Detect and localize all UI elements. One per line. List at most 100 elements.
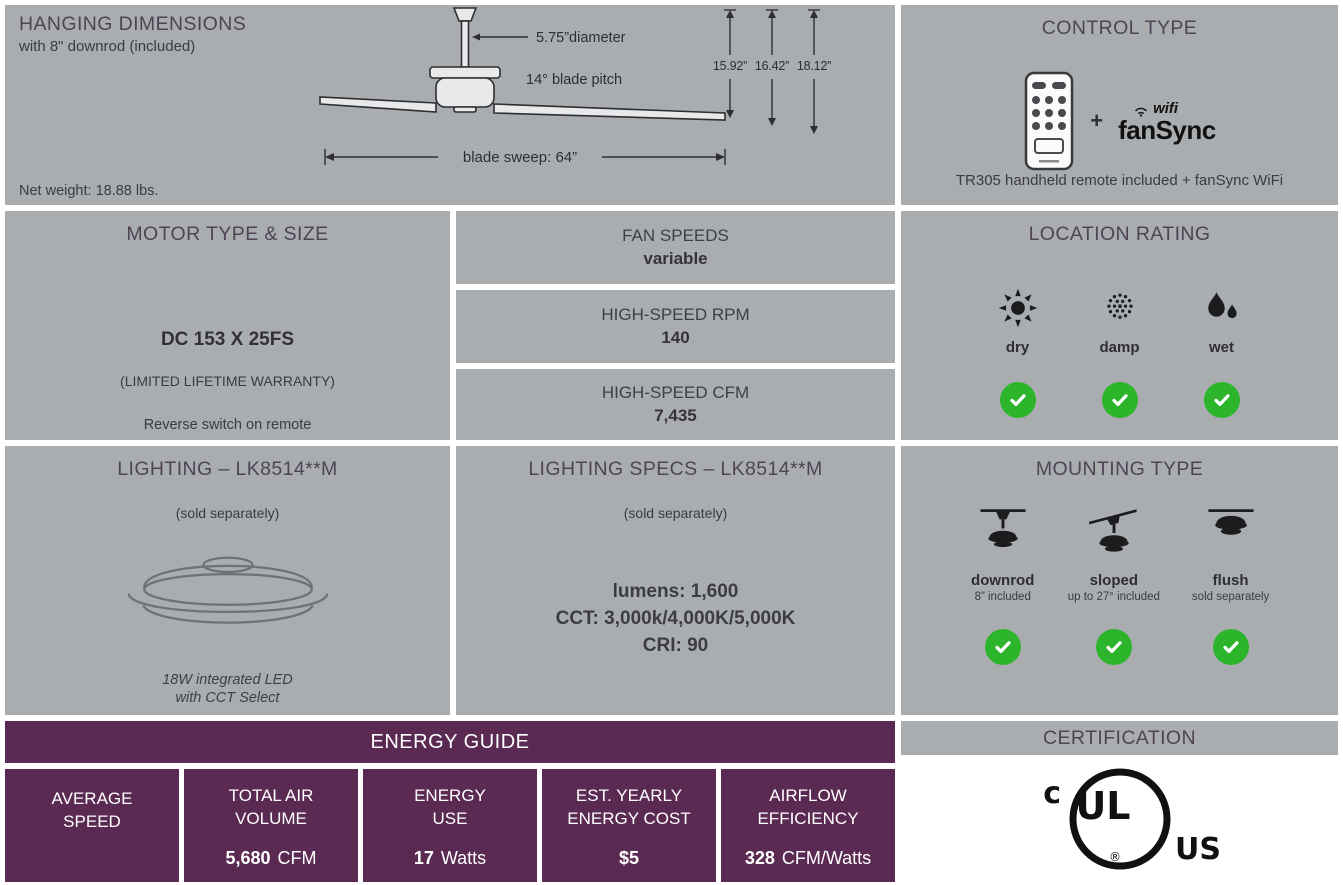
- lighting-specs-subtitle: (sold separately): [623, 505, 728, 521]
- energy-label-line: VOLUME: [235, 809, 307, 829]
- mounting-item-flush: flush sold separately: [1192, 507, 1269, 665]
- energy-label-line: AVERAGE: [51, 788, 133, 808]
- mounting-sublabel-downrod: 8” included: [974, 591, 1031, 603]
- check-icon: [1095, 629, 1132, 665]
- fan-speeds-label: FAN SPEEDS: [622, 226, 729, 245]
- check-icon: [999, 382, 1036, 418]
- blade-sweep-label: blade sweep: 64”: [463, 149, 577, 166]
- location-title: LOCATION RATING: [1028, 223, 1211, 245]
- energy-label-line: SPEED: [63, 812, 121, 832]
- mounting-label-downrod: downrod: [971, 572, 1035, 589]
- lighting-caption-line: 18W integrated LED: [162, 671, 293, 688]
- mounting-title: MOUNTING TYPE: [1035, 458, 1204, 480]
- mounting-item-sloped: sloped up to 27° included: [1068, 507, 1160, 665]
- location-items: dry damp: [901, 286, 1338, 418]
- certification-body: UL c US ®: [901, 757, 1338, 882]
- mounting-sublabel-flush: sold separately: [1191, 591, 1270, 603]
- height-label-2: 16.42”: [755, 59, 789, 73]
- lighting-caption-line: with CCT Select: [175, 689, 280, 706]
- energy-unit: CFM/Watts: [781, 848, 872, 868]
- wifi-word: wifi: [1153, 99, 1179, 117]
- energy-label-line: TOTAL AIR: [228, 786, 314, 805]
- energy-col-label: ENERGY USE: [363, 784, 537, 831]
- energy-average-speed: AVERAGE SPEED: [5, 769, 179, 882]
- rpm-value: 140: [661, 328, 690, 347]
- ul-letters: UL: [1075, 784, 1130, 828]
- cct-line: CCT: 3,000k/4,000K/5,000K: [555, 607, 796, 629]
- hanging-subtitle: with 8" downrod (included): [19, 38, 196, 55]
- fan-speeds-box: FAN SPEEDS variable: [456, 211, 895, 284]
- rpm-box: HIGH-SPEED RPM 140: [456, 290, 895, 363]
- downrod-mount-icon: [970, 507, 1036, 564]
- control-title: CONTROL TYPE: [1041, 17, 1198, 39]
- cfm-box: HIGH-SPEED CFM 7,435: [456, 369, 895, 440]
- energy-value: 328: [744, 848, 775, 868]
- energy-yearly-cost: EST. YEARLY ENERGY COST $5: [542, 769, 716, 882]
- lighting-subtitle: (sold separately): [175, 505, 280, 521]
- energy-label-line: EST. YEARLY: [575, 786, 683, 805]
- energy-label-line: EFFICIENCY: [757, 809, 859, 829]
- cul-us-listed-icon: UL c US ®: [1043, 768, 1220, 869]
- energy-col-label: AVERAGE SPEED: [5, 787, 179, 834]
- panel-lighting: LIGHTING – LK8514**M (sold separately) 1…: [5, 446, 450, 715]
- location-label-dry: dry: [1005, 339, 1030, 356]
- cfm-label: HIGH-SPEED CFM: [601, 383, 750, 402]
- energy-guide-header: ENERGY GUIDE: [5, 721, 895, 763]
- energy-value: $5: [618, 848, 640, 868]
- energy-label-line: ENERGY COST: [567, 809, 691, 829]
- mounting-sublabel-sloped: up to 27° included: [1067, 591, 1160, 603]
- mounting-items: downrod 8” included sl: [901, 507, 1338, 665]
- fansync-name: fanSync: [1118, 114, 1216, 145]
- height-label-1: 15.92”: [713, 59, 747, 73]
- lumens-line: lumens: 1,600: [612, 581, 739, 602]
- flush-mount-icon: [1198, 507, 1264, 564]
- remote-icon: [1024, 71, 1074, 171]
- registered-mark: ®: [1109, 850, 1121, 864]
- water-drops-icon: [1200, 286, 1244, 335]
- certification-title: CERTIFICATION: [1043, 727, 1196, 749]
- panel-mounting-type: MOUNTING TYPE downrod 8” included: [901, 446, 1338, 715]
- panel-high-speed-rpm: HIGH-SPEED RPM 140: [456, 290, 895, 363]
- cfm-value: 7,435: [654, 406, 697, 425]
- energy-guide-title: ENERGY GUIDE: [370, 730, 530, 753]
- panel-control-type: CONTROL TYPE +: [901, 5, 1338, 205]
- location-item-wet: wet: [1200, 286, 1244, 418]
- check-icon: [984, 629, 1021, 665]
- hanging-title: HANGING DIMENSIONS: [19, 13, 247, 35]
- location-item-dry: dry: [996, 286, 1040, 418]
- height-label-3: 18.12”: [797, 59, 831, 73]
- location-label-wet: wet: [1208, 339, 1234, 356]
- fan-speeds-value: variable: [643, 249, 708, 268]
- check-icon: [1212, 629, 1249, 665]
- panel-hanging-dimensions: HANGING DIMENSIONS with 8" downrod (incl…: [5, 5, 895, 205]
- energy-col-value: 17 Watts: [363, 848, 537, 869]
- panel-certification: CERTIFICATION: [901, 721, 1338, 755]
- led-light-fixture-icon: [127, 556, 328, 624]
- sloped-mount-icon: [1081, 507, 1147, 564]
- panel-fan-speeds: FAN SPEEDS variable: [456, 211, 895, 284]
- fansync-logo: wifi fanSync: [1118, 100, 1216, 143]
- panel-high-speed-cfm: HIGH-SPEED CFM 7,435: [456, 369, 895, 440]
- sun-icon: [996, 286, 1040, 335]
- energy-use: ENERGY USE 17 Watts: [363, 769, 537, 882]
- fan-dimension-diagram-icon: 5.75”diameter 14° blade pitch 15.92” 16.…: [319, 7, 831, 166]
- energy-value: 17: [413, 848, 434, 868]
- panel-location-rating: LOCATION RATING dry: [901, 211, 1338, 440]
- energy-unit: Watts: [440, 848, 487, 868]
- lighting-specs-lines: lumens: 1,600 CCT: 3,000k/4,000K/5,000K …: [456, 579, 895, 660]
- blade-pitch-label: 14° blade pitch: [526, 72, 622, 88]
- energy-unit: CFM: [277, 848, 317, 868]
- motor-warranty: (LIMITED LIFETIME WARRANTY): [120, 373, 335, 389]
- location-label-damp: damp: [1099, 339, 1140, 356]
- energy-col-label: EST. YEARLY ENERGY COST: [542, 784, 716, 831]
- motor-reverse-note: Reverse switch on remote: [143, 417, 312, 433]
- energy-label-line: ENERGY: [414, 786, 486, 805]
- mounting-label-flush: flush: [1212, 572, 1249, 589]
- motor-title: MOTOR TYPE & SIZE: [126, 223, 329, 245]
- c-letter: c: [1043, 776, 1061, 811]
- check-icon: [1101, 382, 1138, 418]
- lighting-title: LIGHTING – LK8514**M: [117, 458, 338, 480]
